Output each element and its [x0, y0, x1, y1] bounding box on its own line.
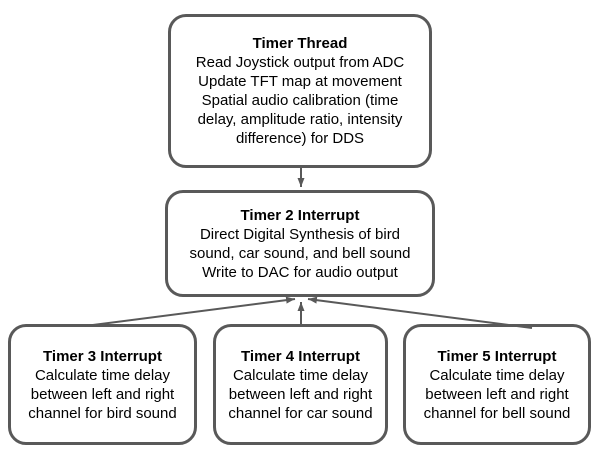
node-timer2-interrupt: Timer 2 Interrupt Direct Digital Synthes… [165, 190, 435, 297]
node-body: Direct Digital Synthesis of bird sound, … [189, 225, 411, 281]
node-title: Timer 2 Interrupt [240, 206, 360, 224]
node-title: Timer 3 Interrupt [43, 347, 162, 365]
node-timer-thread: Timer Thread Read Joystick output from A… [168, 14, 432, 168]
node-body: Calculate time delay between left and ri… [228, 366, 373, 422]
node-title: Timer Thread [252, 35, 348, 52]
node-body: Calculate time delay between left and ri… [423, 366, 571, 422]
node-timer4-interrupt: Timer 4 Interrupt Calculate time delay b… [213, 324, 388, 445]
arrow-timer3-to-timer2 [84, 296, 296, 327]
node-timer3-interrupt: Timer 3 Interrupt Calculate time delay b… [8, 324, 197, 445]
node-timer5-interrupt: Timer 5 Interrupt Calculate time delay b… [403, 324, 591, 445]
node-title: Timer 5 Interrupt [437, 347, 557, 365]
node-body: Read Joystick output from ADC Update TFT… [195, 54, 405, 147]
node-body: Calculate time delay between left and ri… [28, 366, 177, 422]
node-title: Timer 4 Interrupt [241, 347, 360, 365]
